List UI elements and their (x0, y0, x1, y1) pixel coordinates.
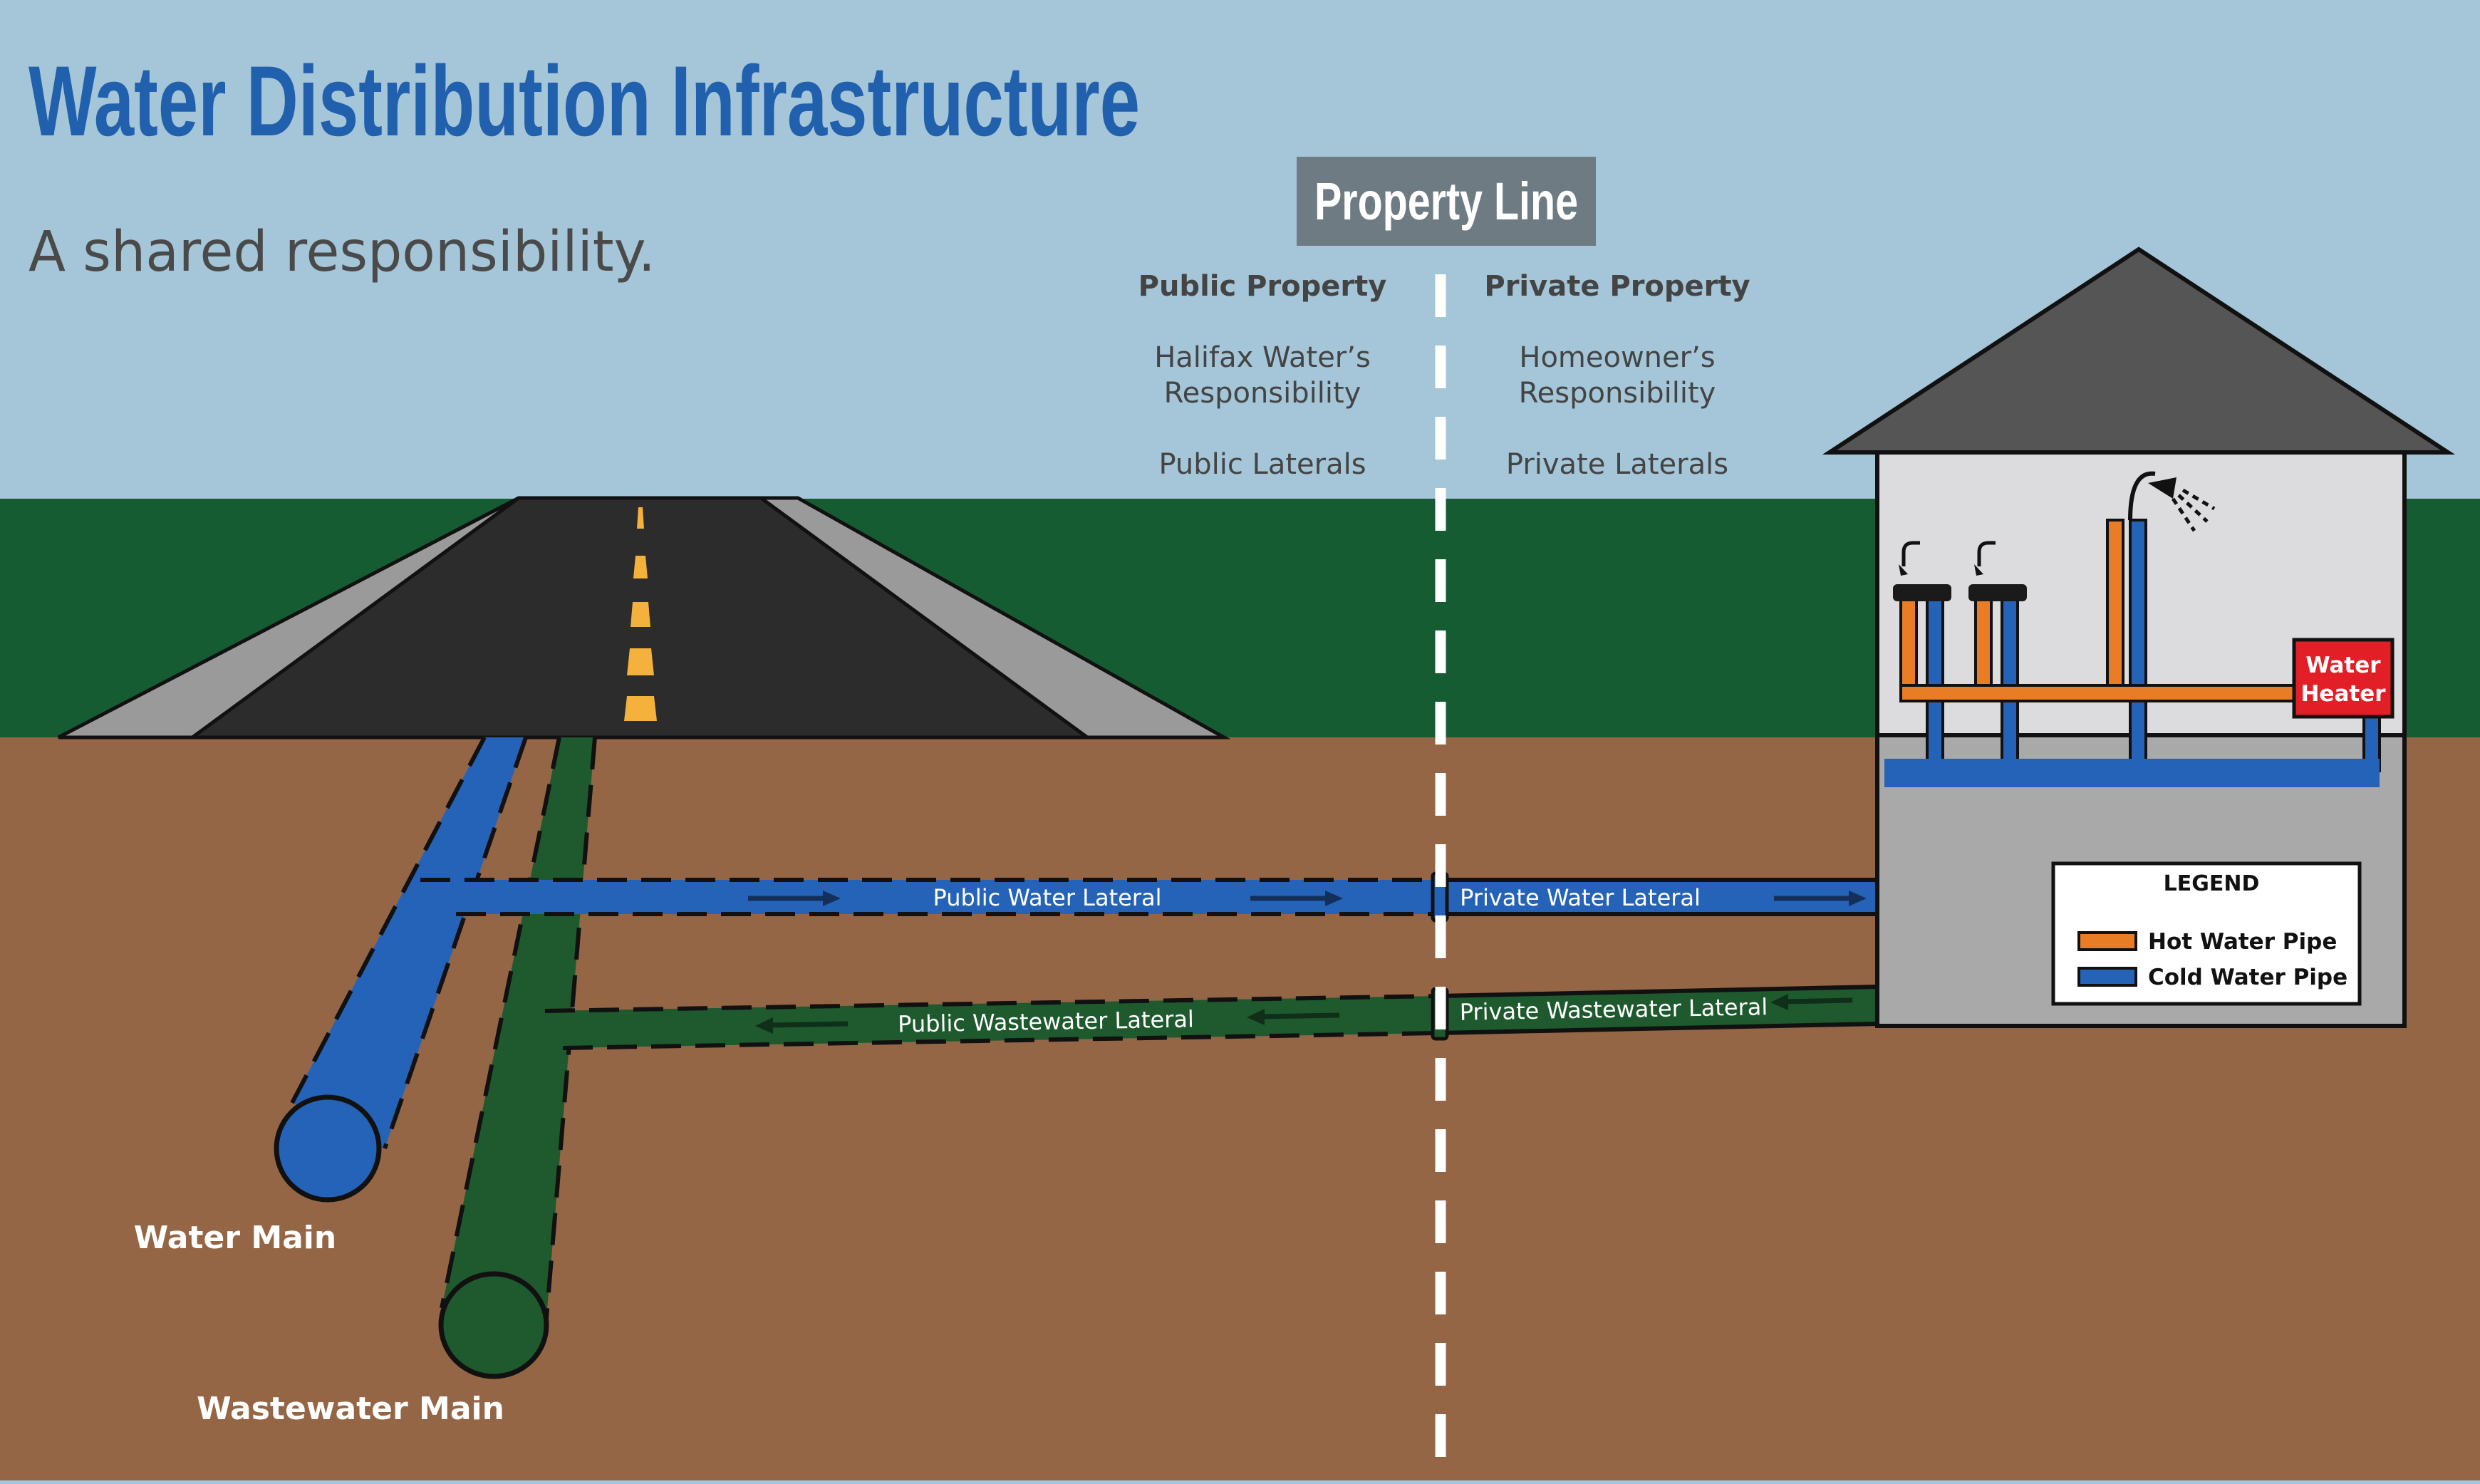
page-subtitle: A shared responsibility. (28, 220, 655, 284)
public-responsibility-2: Responsibility (1164, 377, 1361, 410)
house-roof (1822, 247, 2456, 455)
water-heater-label-2: Heater (2300, 681, 2386, 707)
private-water-lateral-label: Private Water Lateral (1460, 884, 1701, 911)
cold-water-pipes (1884, 519, 2381, 787)
water-heater-label-1: Water (2305, 653, 2381, 678)
public-wastewater-lateral-pipe (544, 994, 1440, 1050)
private-wastewater-lateral-label: Private Wastewater Lateral (1459, 993, 1768, 1026)
legend: LEGEND Hot Water Pipe Cold Water Pipe (2051, 861, 2362, 1006)
water-main-pipe (274, 736, 528, 1203)
private-laterals: Private Laterals (1506, 448, 1728, 481)
hot-water-pipes (1899, 519, 2298, 702)
water-main-label: Water Main (134, 1220, 336, 1256)
public-property-heading: Public Property (1138, 270, 1387, 303)
public-wastewater-arrow-2 (1247, 1009, 1340, 1025)
public-water-lateral-label: Public Water Lateral (933, 884, 1162, 911)
water-heater: Water Heater (2292, 638, 2395, 719)
public-wastewater-lateral-label: Public Wastewater Lateral (898, 1005, 1194, 1037)
property-line-label: Property Line (1314, 172, 1578, 231)
sink-2 (1968, 541, 2027, 601)
private-wastewater-arrow (1770, 994, 1853, 1010)
private-water-arrow (1774, 891, 1867, 906)
legend-title: LEGEND (2164, 871, 2260, 896)
public-water-arrow-2 (1250, 891, 1343, 906)
legend-cold-swatch (2077, 967, 2137, 987)
road-center-line (624, 507, 657, 721)
public-responsibility-1: Halifax Water’s (1154, 341, 1371, 374)
public-water-arrow-1 (748, 891, 841, 906)
private-responsibility-2: Responsibility (1519, 377, 1716, 410)
legend-hot-swatch (2077, 931, 2137, 951)
road (57, 496, 1231, 740)
private-responsibility-1: Homeowner’s (1519, 341, 1715, 374)
legend-hot-label: Hot Water Pipe (2148, 929, 2337, 955)
public-laterals: Public Laterals (1158, 448, 1366, 481)
wastewater-main-end (438, 1271, 549, 1379)
sink-1 (1893, 541, 1951, 601)
page-title: Water Distribution Infrastructure (28, 45, 1140, 157)
shower-head (2128, 471, 2216, 532)
public-water-lateral-pipe (420, 878, 1439, 916)
water-main-end (274, 1094, 382, 1203)
private-property-info: Private Property Homeowner’s Responsibil… (1484, 270, 1750, 481)
public-wastewater-arrow-1 (755, 1017, 849, 1034)
property-line-badge (1297, 157, 1596, 246)
legend-cold-label: Cold Water Pipe (2148, 965, 2347, 990)
wastewater-main-label: Wastewater Main (197, 1391, 504, 1427)
public-property-info: Public Property Halifax Water’s Responsi… (1138, 270, 1387, 481)
private-property-heading: Private Property (1484, 270, 1750, 303)
